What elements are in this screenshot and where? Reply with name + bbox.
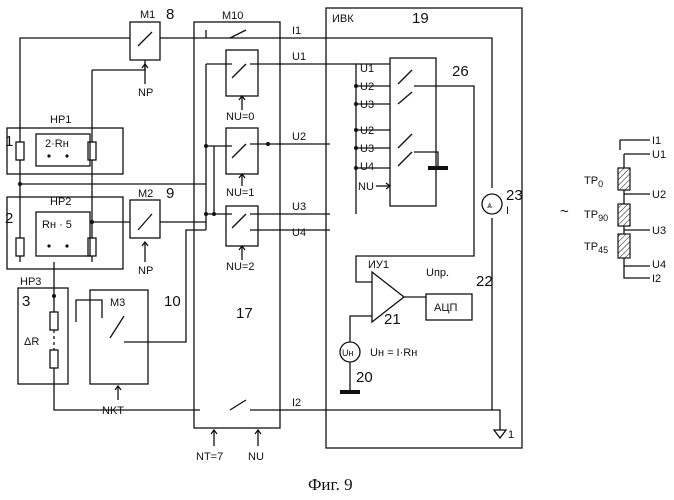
sw26-input-5: U3	[360, 143, 374, 155]
hp1-dot-right	[65, 154, 68, 157]
source-number: 20	[356, 369, 373, 386]
m1-label: M1	[140, 9, 155, 21]
switch-label-nu1: NU=1	[226, 187, 254, 199]
hp1-resistor-right	[88, 142, 96, 160]
current-number: 23	[506, 187, 523, 204]
hp2-inner: Rн · 5	[42, 219, 72, 231]
legend-pin-u2: U2	[652, 189, 666, 201]
ivk-number: 19	[412, 10, 429, 27]
legend-pin-i1: I1	[652, 135, 661, 147]
legend-tilde: ~	[560, 203, 569, 220]
adc-label: АЦП	[434, 302, 457, 314]
sw26-number: 26	[452, 63, 469, 80]
sw26-input-3: U3	[360, 99, 374, 111]
sw26-input-2: U2	[360, 81, 374, 93]
figure-caption: Фиг. 9	[308, 475, 353, 494]
switch-label-nu0: NU=0	[226, 111, 254, 123]
amp-number: 21	[384, 311, 401, 328]
hp2-number: 2	[5, 210, 13, 227]
amp-label: ИУ1	[368, 259, 389, 271]
wire-label-u1: U1	[292, 51, 306, 63]
amp-output: Uпр.	[426, 267, 449, 279]
hp3-inner: ΔR	[24, 336, 39, 348]
wire-label-u4: U4	[292, 227, 306, 239]
m3-ctrl: NKT	[102, 405, 124, 417]
hp1-dot-left	[47, 154, 50, 157]
legend-pin-u3: U3	[652, 225, 666, 237]
legend-pin-u1: U1	[652, 149, 666, 161]
wire-label-u3: U3	[292, 201, 306, 213]
sw26-input-6: U4	[360, 161, 374, 173]
m1-block	[130, 22, 160, 60]
hp3-resistor-top	[50, 312, 58, 330]
legend-tp0: TP0	[584, 175, 603, 189]
m2-number: 9	[166, 185, 174, 202]
legend-pin-i2: I2	[652, 273, 661, 285]
m10-label: M10	[222, 10, 243, 22]
source-equation: Uн = I·Rн	[370, 347, 417, 359]
sw26-input-1: U1	[360, 63, 374, 75]
wire-label-i2: I2	[292, 397, 301, 409]
source-label: Uн	[342, 348, 353, 358]
legend-tp45: TP45	[584, 241, 608, 255]
hp2-resistor-right	[88, 238, 96, 256]
m2-ctrl: NP	[138, 265, 153, 277]
m3-label: M3	[110, 297, 125, 309]
hp2-resistor-left	[16, 238, 24, 256]
m2-block	[130, 200, 160, 238]
legend-tp90: TP90	[584, 209, 608, 223]
m1-number: 8	[166, 6, 174, 23]
hp1-inner: 2·Rн	[45, 138, 69, 150]
m10-block	[194, 22, 280, 428]
hp3-number: 3	[22, 293, 30, 310]
m2-label: M2	[138, 188, 153, 200]
wire-label-i1: I1	[292, 25, 301, 37]
sw26-ctrl: NU	[358, 181, 374, 193]
hp2-dot-left	[47, 244, 50, 247]
hp1-label: HP1	[50, 114, 71, 126]
hp3-resistor-bottom	[50, 350, 58, 368]
m10-number: 17	[236, 305, 253, 322]
hp3-label: HP3	[20, 276, 41, 288]
hp1-number: 1	[5, 133, 13, 150]
wire-label-u2: U2	[292, 131, 306, 143]
legend-pin-u4: U4	[652, 259, 666, 271]
ground-label: 1	[508, 429, 514, 441]
m10-ctrl-nu: NU	[248, 451, 264, 463]
hp2-dot-right	[65, 244, 68, 247]
hp1-resistor-left	[16, 142, 24, 160]
ivk-label: ИВК	[332, 13, 354, 25]
legend-sensor	[618, 140, 650, 278]
sw26-block	[390, 58, 436, 206]
m10-ctrl-nt: NT=7	[196, 451, 223, 463]
switch-label-nu2: NU=2	[226, 261, 254, 273]
hp2-label: HP2	[50, 196, 71, 208]
adc-number: 22	[476, 273, 493, 290]
current-label: I	[506, 205, 509, 217]
m3-number: 10	[164, 293, 181, 310]
current-source-glyph: ⩓	[487, 200, 492, 210]
m1-ctrl: NP	[138, 87, 153, 99]
sw26-input-4: U2	[360, 125, 374, 137]
